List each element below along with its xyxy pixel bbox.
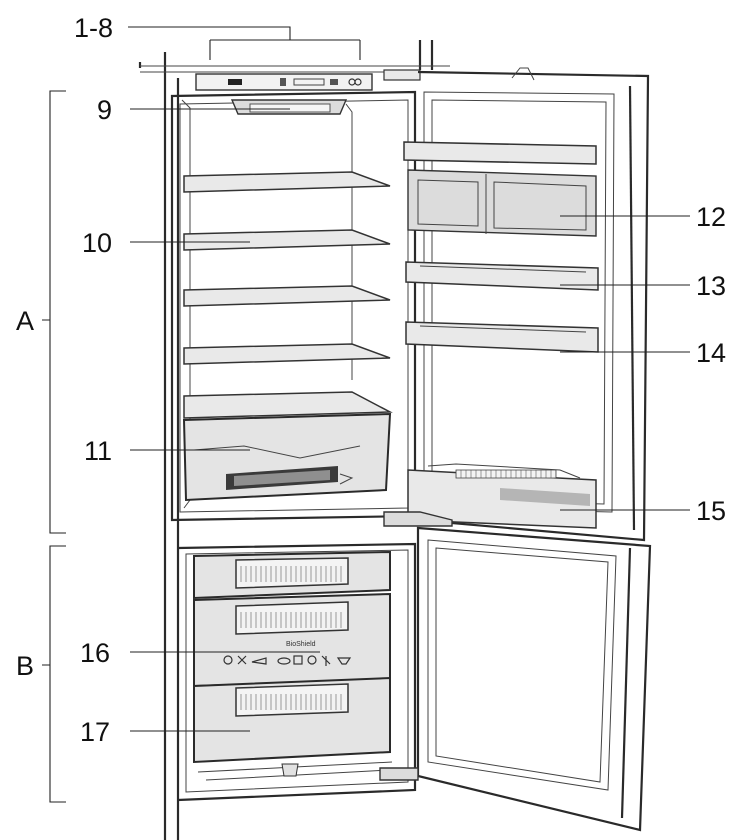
freezer-drawer-bottom	[193, 676, 391, 764]
callout-labels: 1-8 9 10 11 12 13 14 15 16 17 A B	[16, 13, 726, 747]
crisper-drawer	[182, 412, 392, 502]
food-icons	[223, 655, 352, 666]
glass-shelves	[183, 171, 393, 419]
label-13: 13	[696, 271, 726, 301]
label-16: 16	[80, 638, 110, 668]
freezer-door	[379, 526, 652, 832]
bottle-shelf	[407, 463, 597, 529]
drawer-brand-text: BioShield	[286, 641, 316, 648]
label-a: A	[16, 306, 34, 336]
cabinet	[138, 40, 450, 840]
label-11: 11	[84, 436, 112, 466]
freezer-compartment: BioShield	[177, 542, 417, 802]
fridge-door	[383, 67, 650, 542]
label-12: 12	[696, 202, 726, 232]
label-b: B	[16, 651, 34, 681]
fridge-compartment	[170, 90, 417, 522]
label-10: 10	[82, 228, 112, 258]
label-1-8: 1-8	[74, 13, 113, 43]
leader-lines	[42, 26, 690, 803]
label-17: 17	[80, 717, 110, 747]
freezer-drawer-middle: BioShield	[193, 592, 391, 688]
door-shelf-13	[405, 261, 599, 291]
freezer-drawer-top	[193, 550, 391, 600]
label-9: 9	[97, 95, 112, 125]
door-box	[407, 169, 597, 237]
label-14: 14	[696, 338, 726, 368]
label-15: 15	[696, 496, 726, 526]
